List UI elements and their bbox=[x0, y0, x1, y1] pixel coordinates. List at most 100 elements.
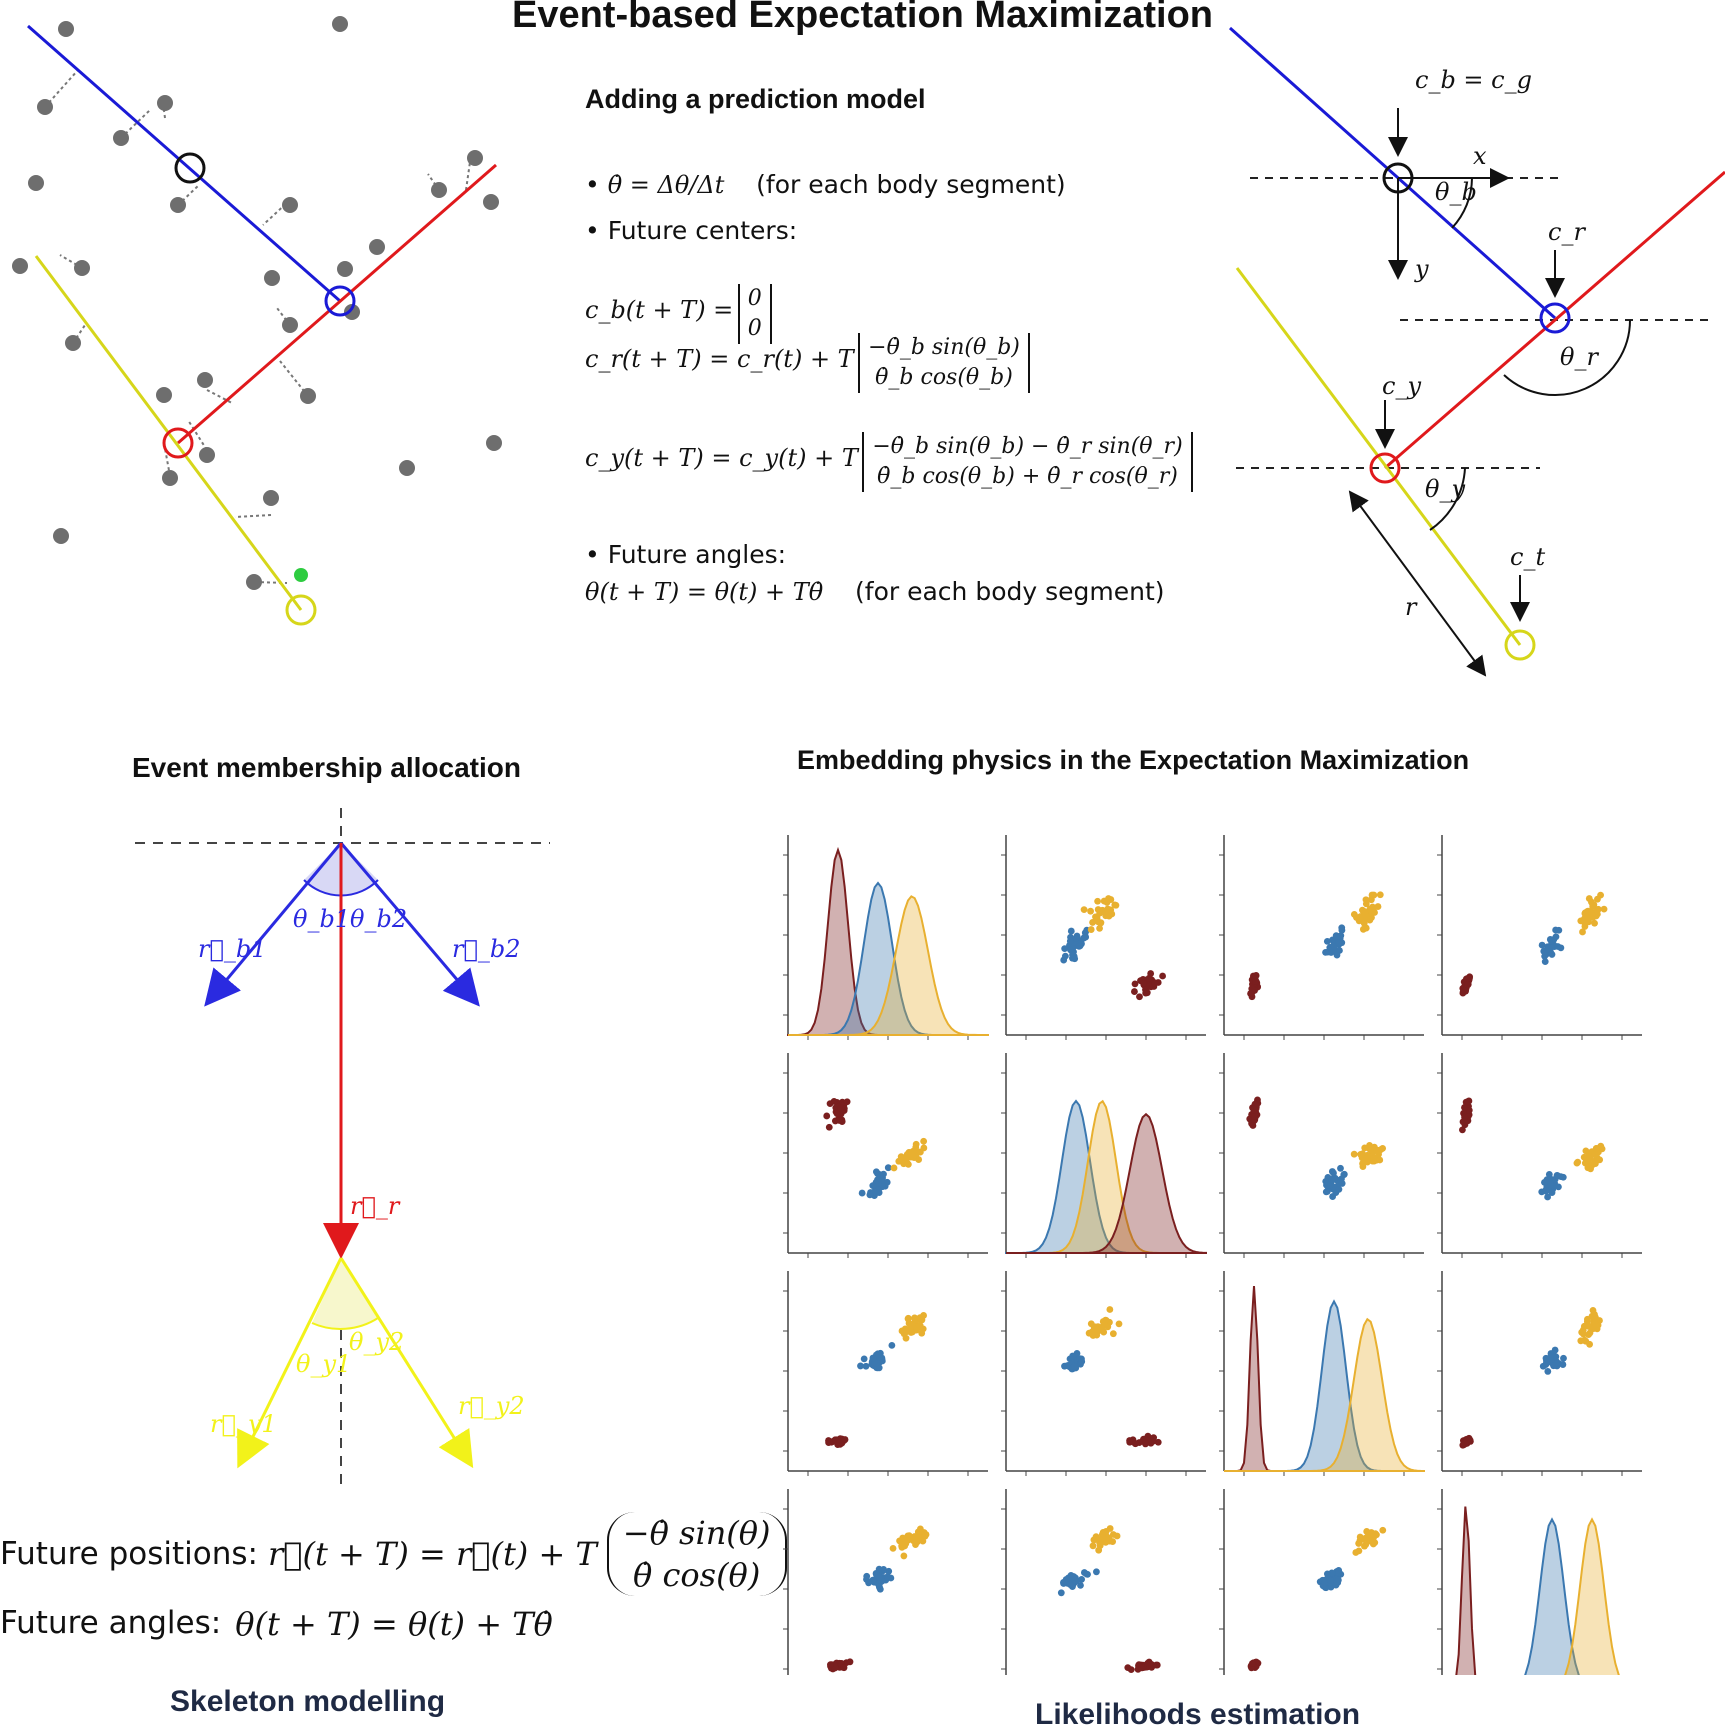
scatter-point bbox=[823, 1112, 831, 1120]
scatter-point bbox=[1131, 980, 1139, 988]
scatter-point bbox=[1087, 926, 1095, 933]
scatter-point bbox=[857, 1362, 864, 1370]
scatter-point bbox=[866, 1191, 874, 1199]
red-segment bbox=[1384, 170, 1725, 470]
scatter-point bbox=[1376, 1156, 1384, 1164]
scatter-point bbox=[1080, 1569, 1088, 1576]
scatter-point bbox=[1330, 1169, 1337, 1177]
scatter-point bbox=[911, 1533, 918, 1540]
cy-center-circle bbox=[1369, 452, 1401, 484]
scatter-point bbox=[1078, 1358, 1086, 1365]
future-positions-vector: −θ̇ sin(θ) θ̇ cos(θ) bbox=[606, 1512, 787, 1596]
scatter-point bbox=[1579, 928, 1586, 936]
scatter-point bbox=[1061, 952, 1069, 960]
kde-curve bbox=[1564, 1517, 1620, 1675]
scatter-point bbox=[1087, 1320, 1095, 1328]
r-label: r bbox=[1405, 593, 1417, 621]
scatter-point bbox=[1072, 935, 1080, 942]
cb-lhs: c_b(t + T) = bbox=[585, 296, 734, 325]
cb-equation: c_b(t + T) = 0 0 bbox=[585, 284, 772, 344]
blue-center-circle bbox=[324, 285, 356, 317]
future-angles-row: θ(t + T) = θ(t) + Tθ̇ (for each body seg… bbox=[585, 577, 1165, 606]
y-axis-label: y bbox=[1415, 255, 1429, 283]
scatter-point bbox=[1379, 1526, 1387, 1534]
theta-dot-formula: θ̇ = Δθ/Δt bbox=[607, 171, 725, 199]
prediction-heading: Adding a prediction model bbox=[585, 84, 926, 114]
scatter-point bbox=[869, 1182, 877, 1190]
scatter-point bbox=[846, 1658, 854, 1666]
scatter-point bbox=[1096, 1536, 1104, 1544]
scatter-point bbox=[858, 1189, 866, 1197]
theta-y-sector bbox=[312, 1258, 378, 1329]
r-y1-arrow bbox=[237, 1257, 343, 1469]
scatter-point bbox=[1096, 924, 1103, 932]
scatter-point bbox=[1362, 908, 1369, 916]
scatter-point bbox=[1464, 975, 1472, 982]
scatter-point bbox=[1560, 1354, 1567, 1362]
kde-curve bbox=[1006, 1112, 1207, 1254]
scatter-point bbox=[1574, 1158, 1582, 1166]
event-cloud-figure bbox=[12, 16, 502, 626]
scatter-point bbox=[1333, 951, 1341, 959]
theta-y-arc bbox=[311, 1317, 379, 1330]
future-angles-note: (for each body segment) bbox=[855, 577, 1165, 606]
future-positions-equation: Future positions: r⃗(t + T) = r⃗(t) + T … bbox=[0, 1512, 787, 1596]
scatter-point bbox=[1108, 910, 1116, 918]
scatter-point bbox=[1252, 977, 1259, 985]
scatter-point bbox=[875, 1573, 883, 1581]
cy-matrix-row1: −θ̇_b sin(θ_b) − θ̇_r sin(θ_r) bbox=[872, 434, 1183, 459]
scatter-point bbox=[1459, 1441, 1467, 1449]
scatter-point bbox=[1589, 901, 1597, 909]
scatter-point bbox=[1089, 919, 1096, 926]
scatter-point bbox=[875, 1583, 883, 1590]
bullet-future-angles: • Future angles: bbox=[585, 540, 787, 569]
r-b2-arrow bbox=[339, 842, 480, 1007]
future-angles-equation: Future angles: θ(t + T) = θ(t) + Tθ̇ bbox=[0, 1605, 553, 1643]
r-y2-arrow bbox=[339, 1257, 474, 1469]
r-r-label: r⃗_r bbox=[350, 1192, 400, 1220]
theta-b1-label: θ_b1 bbox=[293, 905, 351, 933]
scatter-point bbox=[889, 1544, 897, 1552]
scatter-point bbox=[832, 1104, 840, 1112]
scatter-point bbox=[1591, 919, 1598, 927]
scatter-point bbox=[878, 1354, 886, 1362]
scatter-point bbox=[1559, 1361, 1567, 1368]
scatter-point bbox=[1109, 1531, 1117, 1538]
future-centers-label: Future centers: bbox=[607, 216, 798, 245]
scatter-point bbox=[1544, 1176, 1552, 1184]
scatter-point bbox=[903, 1328, 910, 1336]
scatter-point bbox=[1541, 958, 1549, 966]
scatter-point bbox=[1093, 1568, 1100, 1576]
scatter-point bbox=[1153, 1661, 1161, 1669]
scatter-point bbox=[1094, 897, 1101, 905]
theta-b-arc bbox=[1451, 177, 1473, 229]
cy-label: c_y bbox=[1382, 372, 1421, 400]
scatter-point bbox=[1131, 988, 1138, 995]
cb-equals-cg-label: c_b = c_g bbox=[1415, 66, 1532, 94]
r-b2-label: r⃗_b2 bbox=[452, 935, 521, 963]
theta-r-label: θ_r bbox=[1560, 343, 1598, 371]
scatter-point bbox=[914, 1538, 921, 1546]
scatter-point bbox=[1097, 919, 1105, 927]
scatter-point bbox=[1247, 990, 1254, 997]
scatter-point bbox=[1136, 993, 1143, 1001]
cr-label: c_r bbox=[1548, 218, 1585, 246]
scatter-point bbox=[1322, 948, 1329, 956]
blue-segment bbox=[1229, 26, 1556, 320]
scatter-point bbox=[863, 1572, 871, 1580]
future-positions-vector-row2: θ̇ cos(θ) bbox=[633, 1556, 761, 1594]
scatter-point bbox=[1322, 1188, 1330, 1196]
scatter-point bbox=[1147, 970, 1155, 977]
scatter-point bbox=[884, 1573, 892, 1581]
scatter-point bbox=[1115, 1320, 1123, 1328]
bullet-theta-dot: • θ̇ = Δθ/Δt (for each body segment) bbox=[585, 170, 1066, 199]
scatter-point bbox=[1461, 1114, 1469, 1122]
cr-center-circle bbox=[1539, 302, 1571, 334]
scatter-point bbox=[908, 1322, 916, 1329]
scatter-point bbox=[905, 1532, 913, 1540]
scatter-point bbox=[1600, 905, 1608, 913]
scatter-point bbox=[1138, 1664, 1146, 1672]
scatter-point bbox=[1544, 1193, 1551, 1201]
scatter-point bbox=[1464, 981, 1472, 989]
scatter-point bbox=[1335, 939, 1342, 947]
